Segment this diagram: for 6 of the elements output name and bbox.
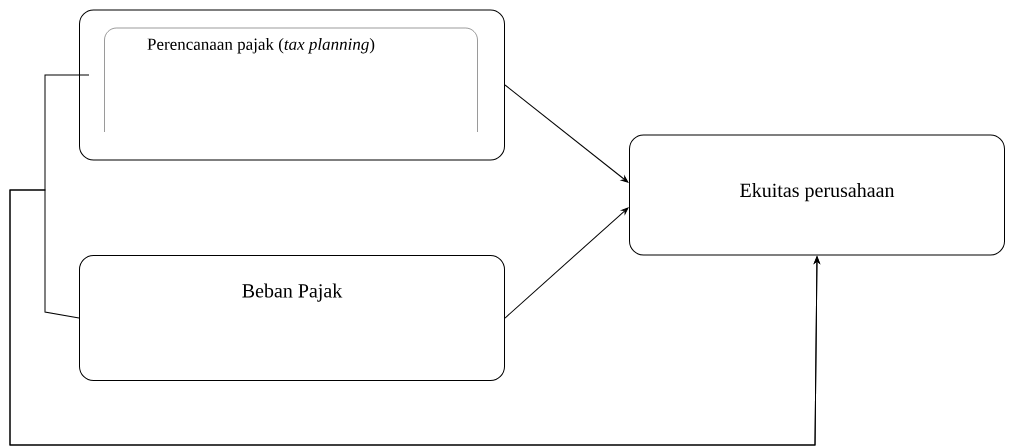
process-box: Perencanaan pajak (tax planning) — [79, 9, 505, 161]
arrow — [9, 189, 820, 446]
process-box: Beban Pajak — [79, 255, 505, 381]
arrow — [504, 84, 629, 183]
process-box: Ekuitas perusahaan — [629, 134, 1005, 256]
arrow — [504, 207, 629, 319]
